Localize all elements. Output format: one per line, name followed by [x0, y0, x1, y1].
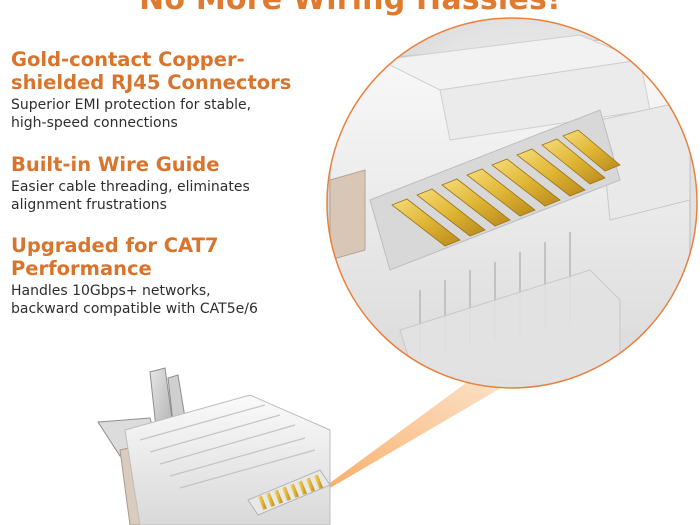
- feature-wire-guide: Built-in Wire Guide Easier cable threadi…: [11, 153, 331, 214]
- feature-description: Superior EMI protection for stable, high…: [11, 96, 331, 132]
- feature-desc-line: backward compatible with CAT5e/6: [11, 301, 258, 317]
- feature-title-line: Upgraded for CAT7: [11, 234, 219, 257]
- headline: No More Wiring Hassles!: [0, 0, 700, 17]
- feature-title: Built-in Wire Guide: [11, 153, 331, 176]
- feature-desc-line: high-speed connections: [11, 115, 178, 131]
- feature-desc-line: Easier cable threading, eliminates: [11, 179, 250, 195]
- feature-title-line: Gold-contact Copper-: [11, 48, 245, 71]
- feature-title-line: Built-in Wire Guide: [11, 153, 220, 176]
- magnified-view: [327, 18, 697, 388]
- magnified-circle-border: [326, 17, 698, 389]
- feature-desc-line: Superior EMI protection for stable,: [11, 97, 252, 113]
- feature-description: Handles 10Gbps+ networks, backward compa…: [11, 282, 331, 318]
- feature-title-line: shielded RJ45 Connectors: [11, 71, 292, 94]
- feature-title: Upgraded for CAT7 Performance: [11, 234, 331, 280]
- small-gold-pins: [257, 474, 323, 510]
- feature-desc-line: Handles 10Gbps+ networks,: [11, 283, 211, 299]
- rj45-connector-small: [97, 367, 331, 525]
- feature-gold-contact: Gold-contact Copper- shielded RJ45 Conne…: [11, 48, 331, 132]
- gold-contacts: [391, 129, 621, 247]
- feature-title-line: Performance: [11, 257, 152, 280]
- feature-cat7: Upgraded for CAT7 Performance Handles 10…: [11, 234, 331, 318]
- feature-desc-line: alignment frustrations: [11, 197, 167, 213]
- feature-title: Gold-contact Copper- shielded RJ45 Conne…: [11, 48, 331, 94]
- feature-description: Easier cable threading, eliminates align…: [11, 178, 331, 214]
